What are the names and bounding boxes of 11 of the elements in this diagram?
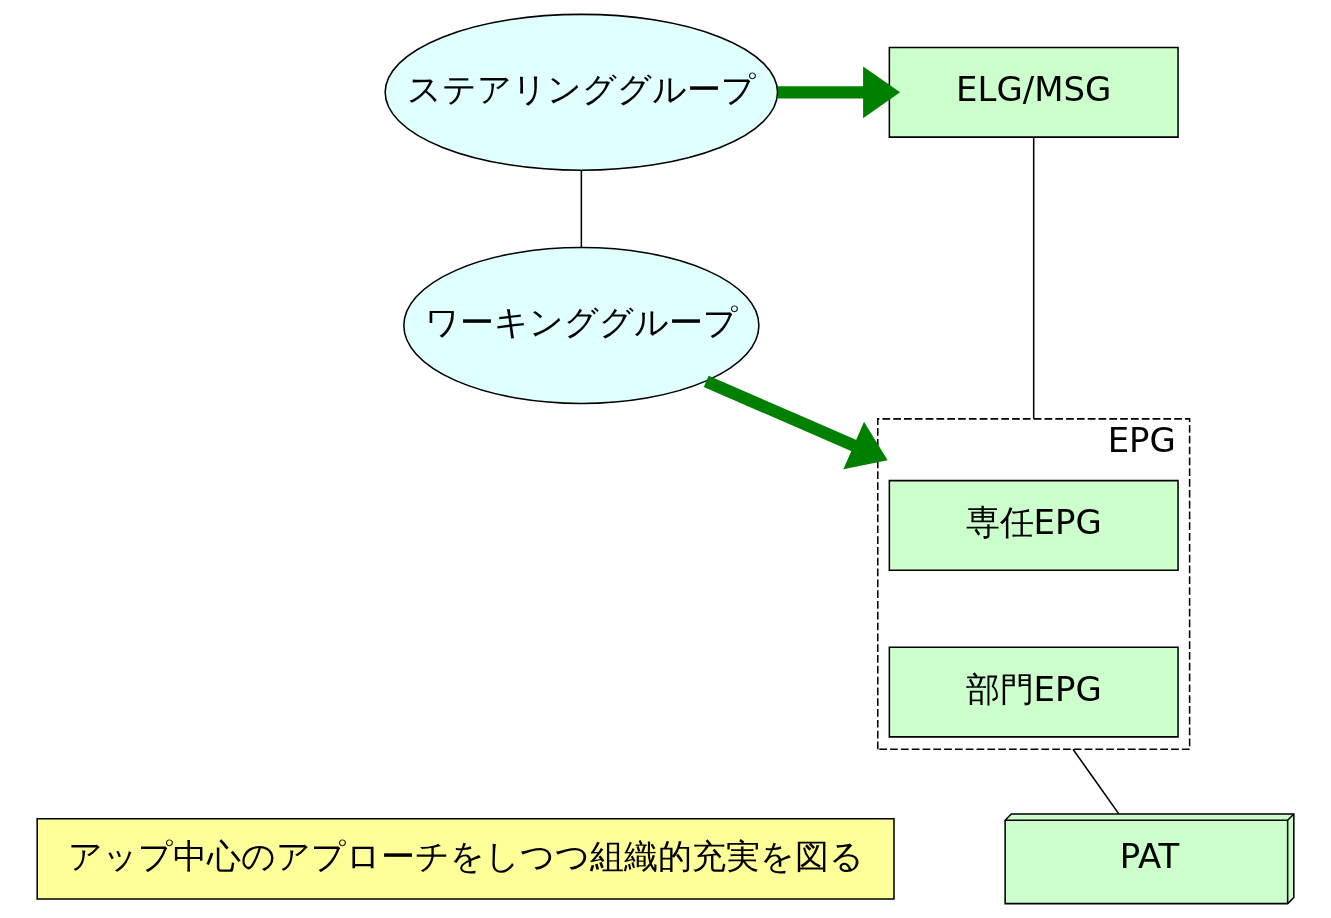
node-box: ELG/MSG xyxy=(888,46,1179,138)
connector xyxy=(1032,136,1035,420)
connector xyxy=(1072,748,1120,815)
node-ellipse: ステアリンググループ xyxy=(384,13,779,172)
arrow xyxy=(777,66,901,119)
node-box: アップ中心のアプローチをしつつ組織的充実を図る xyxy=(36,817,895,900)
connector xyxy=(580,169,583,249)
node-ellipse: ワーキンググループ xyxy=(403,246,760,405)
node-box: 専任EPG xyxy=(888,479,1179,571)
node-box: 部門EPG xyxy=(888,646,1179,738)
arrow xyxy=(703,375,888,470)
